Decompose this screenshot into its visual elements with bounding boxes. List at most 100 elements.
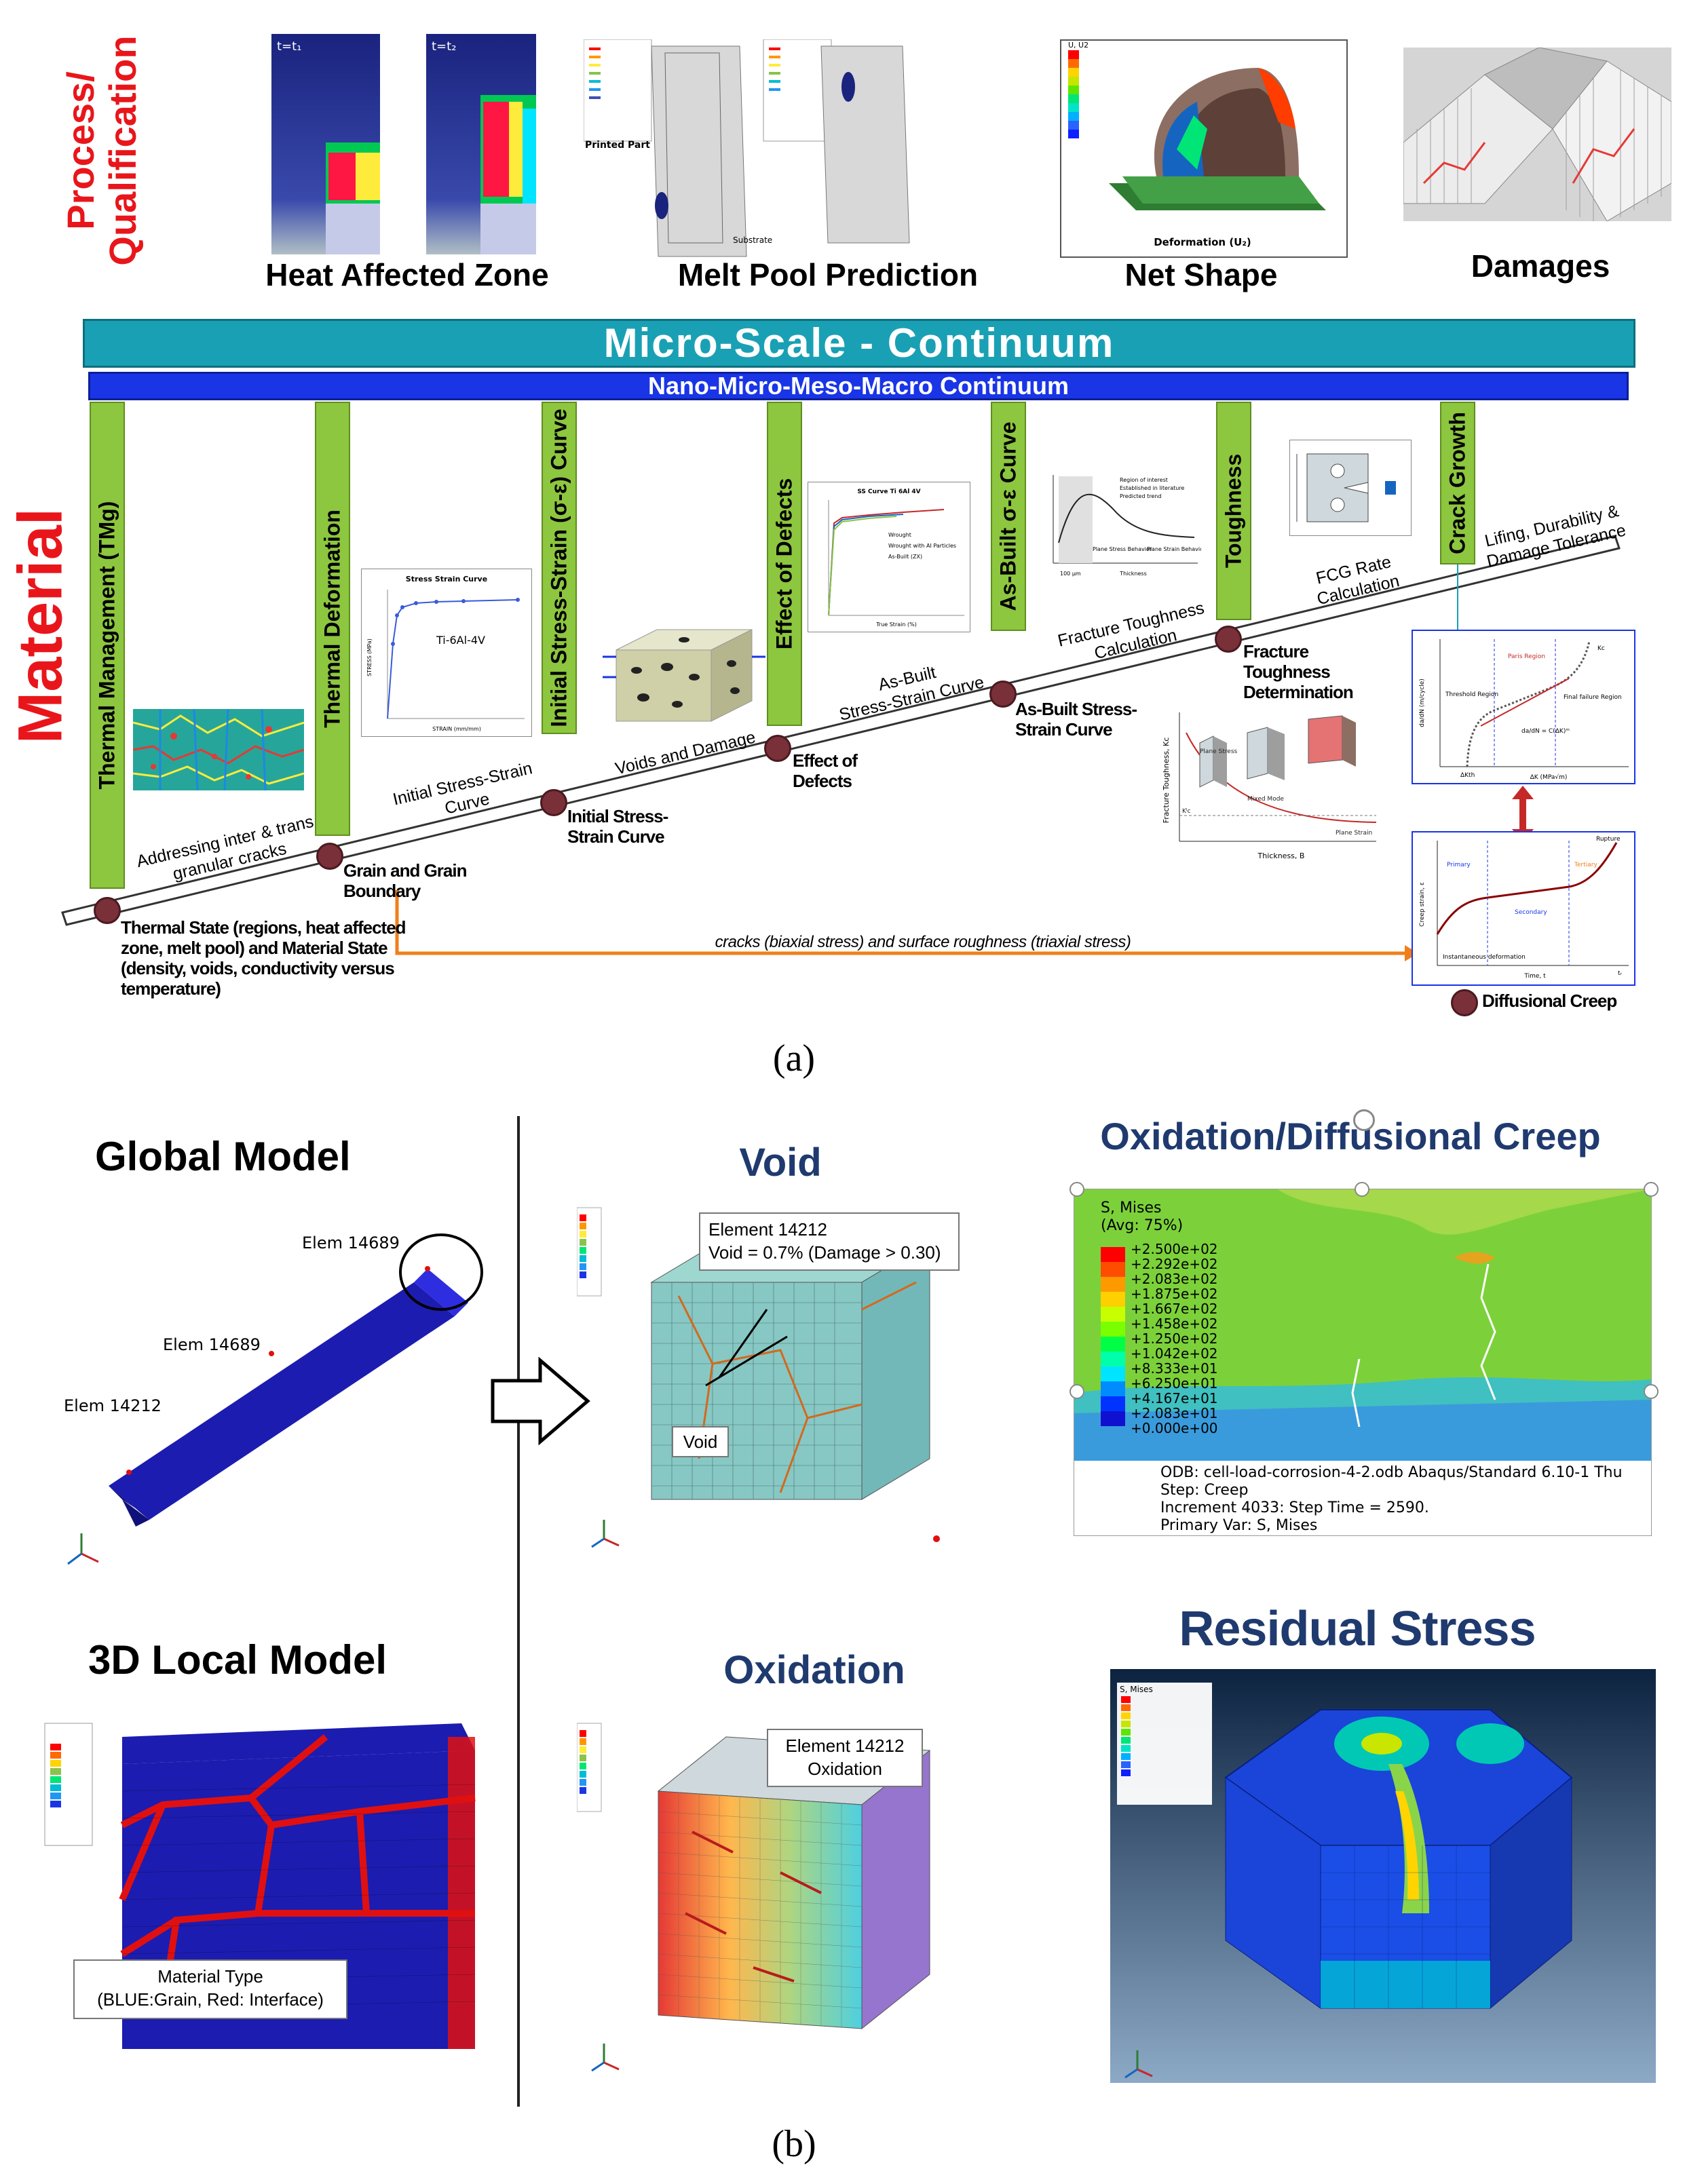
creep-secondary: Secondary (1515, 909, 1547, 916)
selection-handle[interactable] (1355, 1182, 1369, 1197)
residual-stress-image: S, Mises (1110, 1669, 1656, 2083)
creep-ylabel: Creep strain, ε (1419, 882, 1426, 927)
net-shape-label: Net Shape (1124, 257, 1278, 292)
kc-xlabel: Thickness, B (1257, 851, 1305, 860)
creep-chart: Primary Secondary Tertiary Rupture Insta… (1412, 831, 1635, 986)
caption-a: (a) (772, 1037, 816, 1079)
fcg-threshold: Threshold Region (1445, 691, 1498, 698)
heat-affected-zone-image: t=t₁ t=t₂ (271, 34, 536, 254)
elem-label-1: Elem 14689 (302, 1233, 400, 1252)
oxidation-element-callout: Element 14212 Oxidation (767, 1729, 923, 1787)
tough-legend-pred: Predicted trend (1120, 493, 1161, 499)
ss1-ylabel: STRESS (MPa) (366, 638, 373, 676)
ss1-xlabel: STRAIN (mm/mm) (432, 726, 481, 732)
pillar-toughness: Toughness (1216, 402, 1251, 620)
caption-b: (b) (772, 2123, 816, 2165)
elem-label-2: Elem 14689 (163, 1335, 261, 1354)
ss1-title: Stress Strain Curve (406, 575, 487, 583)
tough-plane-strain: Plane Strain Behavior (1147, 546, 1201, 552)
pillar-crack-growth: Crack Growth (1440, 402, 1475, 564)
pillar-initial-stress-strain: Initial Stress-Strain (σ-ε) Curve (542, 402, 577, 734)
creep-tr: tᵣ (1618, 970, 1623, 977)
kc-kic: Kᴵᴄ (1182, 808, 1191, 815)
tough-legend-roi: Region of interest (1120, 477, 1168, 483)
node-thermal-state[interactable] (94, 897, 121, 924)
node-diffusional-creep[interactable] (1451, 989, 1478, 1016)
node-initial-stress-strain[interactable] (540, 789, 567, 816)
net-shape-image: U, U2 Deformation (U₂) (1060, 39, 1348, 258)
node-label-as-built: As-Built Stress-Strain Curve (1015, 699, 1137, 740)
node-effect-of-defects[interactable] (764, 735, 791, 762)
selection-handle[interactable] (1644, 1384, 1659, 1399)
melt-pool-image: Printed Part Substrate (584, 39, 930, 263)
void-title: Void (739, 1141, 822, 1185)
nano-micro-meso-macro-bar: Nano-Micro-Meso-Macro Continuum (88, 372, 1629, 400)
diffusional-creep-title: Oxidation/Diffusional Creep (1100, 1115, 1601, 1157)
node-grain-boundary[interactable] (316, 843, 343, 870)
fcg-final: Final failure Region (1564, 694, 1622, 701)
selection-handle[interactable] (1644, 1182, 1659, 1197)
voids-cube-image (603, 623, 765, 725)
ss2-legend-asbuilt: As-Built (ZX) (888, 554, 922, 560)
micro-scale-continuum-bar: Micro-Scale - Continuum (83, 319, 1635, 368)
fcg-kc: Kᴄ (1597, 645, 1605, 652)
ss1-material: Ti-6Al-4V (436, 634, 485, 647)
ss2-legend-ai: Wrought with AI Particles (888, 543, 956, 549)
ct-specimen-drawing (1289, 440, 1412, 536)
panel-b-divider (517, 1116, 520, 2107)
damages-image (1403, 47, 1671, 221)
fcg-dkth: ΔKth (1460, 772, 1475, 779)
creep-rupture: Rupture (1596, 836, 1621, 843)
melt-pool-label: Melt Pool Prediction (677, 257, 979, 292)
fcg-eq: da/dN = C(ΔK)ᵐ (1521, 728, 1570, 735)
node-label-diffusional-creep: Diffusional Creep (1482, 991, 1617, 1011)
kc-mixed: Mixed Mode (1247, 796, 1284, 803)
kc-ylabel: Fracture Toughness, Kᴄ (1162, 737, 1171, 824)
node-label-grain-boundary: Grain and Grain Boundary (343, 860, 468, 901)
local-model-title: 3D Local Model (88, 1637, 387, 1683)
creep-info-text: ODB: cell-load-corrosion-4-2.odb Abaqus/… (1160, 1464, 1623, 1534)
haz-t1-label: t=t₁ (277, 39, 301, 54)
netshape-deformation-label: Deformation (U₂) (1154, 236, 1251, 248)
orange-arrow-label: cracks (biaxial stress) and surface roug… (715, 933, 1131, 951)
haz-t2-label: t=t₂ (432, 39, 456, 54)
selection-handle[interactable] (1069, 1384, 1084, 1399)
tough-plane-stress: Plane Stress Behavior (1093, 546, 1152, 552)
stress-strain-chart-1: Stress Strain Curve Ti-6Al-4V STRAIN (mm… (361, 569, 532, 737)
local-model-image (41, 1710, 502, 2090)
rotate-handle-icon[interactable] (1353, 1109, 1375, 1131)
fcg-ylabel: da/dN (m/cycle) (1419, 678, 1426, 727)
creep-tertiary: Tertiary (1574, 862, 1597, 868)
void-element-callout: Element 14212 Void = 0.7% (Damage > 0.30… (699, 1212, 960, 1271)
node-label-initial-stress-strain: Initial Stress-Strain Curve (567, 806, 668, 847)
material-type-callout: Material Type (BLUE:Grain, Red: Interfac… (73, 1959, 347, 2019)
fcg-xlabel: ΔK (MPa√m) (1530, 773, 1568, 781)
heat-affected-zone-label: Heat Affected Zone (265, 257, 549, 292)
node-fracture-toughness[interactable] (1215, 626, 1242, 653)
tough-xval: 100 µm (1060, 571, 1081, 577)
kc-plane-stress: Plane Stress (1200, 748, 1238, 755)
residual-stress-title: Residual Stress (1179, 1602, 1536, 1656)
global-model-image: Elem 14689 Elem 14689 Elem 14212 (48, 1214, 509, 1594)
printed-part-label: Printed Part (585, 140, 650, 151)
kc-plane-strain: Plane Strain (1336, 830, 1372, 837)
creep-xlabel: Time, t (1523, 973, 1546, 980)
toughness-chart: Region of interest Established in litera… (1038, 468, 1206, 580)
fcg-paris: Paris Region (1508, 653, 1545, 660)
creep-instant: Instantaneous deformation (1443, 954, 1526, 961)
node-as-built[interactable] (989, 681, 1017, 708)
fcg-chart: Threshold Region Paris Region Final fail… (1412, 630, 1635, 784)
creep-primary: Primary (1447, 862, 1471, 868)
tough-xlabel: Thickness (1119, 571, 1147, 577)
oxidation-title: Oxidation (723, 1648, 905, 1692)
elem-label-3: Elem 14212 (64, 1396, 162, 1415)
ss2-title: SS Curve Ti 6Al 4V (857, 488, 920, 495)
global-model-title: Global Model (95, 1134, 351, 1179)
residual-legend-head: S, Mises (1120, 1685, 1153, 1694)
microstructure-image (133, 709, 304, 790)
selection-handle[interactable] (1069, 1182, 1084, 1197)
ss2-xlabel: True Strain (%) (875, 621, 917, 628)
pillar-as-built-curve: As-Built σ-ε Curve (991, 402, 1026, 631)
tough-legend-lit: Established in literature (1120, 485, 1184, 491)
node-label-effect-of-defects: Effect of Defects (793, 750, 858, 791)
